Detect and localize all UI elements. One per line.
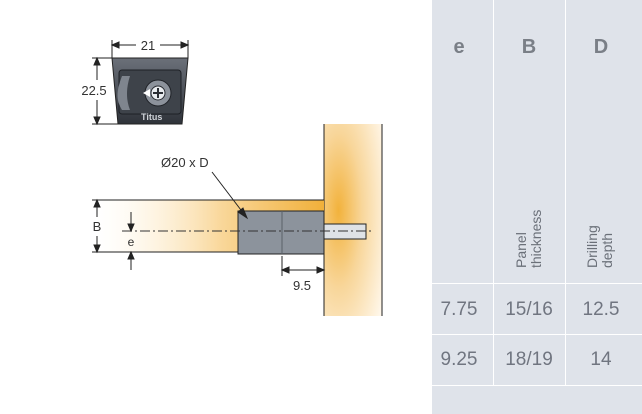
subheader-drilling-depth: Drilling depth: [584, 28, 615, 268]
bore-callout-label: Ø20 x D: [161, 155, 209, 170]
subheader-line: Panel: [513, 232, 529, 268]
dimension-e: [127, 212, 135, 270]
height-dimension: [92, 56, 118, 126]
row-divider: [432, 385, 642, 386]
dim-offset-label: 9.5: [293, 278, 311, 293]
brand-logo-text: Titus: [141, 112, 162, 122]
subheader-panel-thickness: Panel thickness: [513, 28, 544, 268]
side-panel: [324, 124, 382, 316]
dimension-offset: [280, 256, 326, 276]
header-e: e: [453, 36, 465, 58]
table-cell: 15/16: [505, 299, 553, 320]
technical-drawing: Titus 21 22.5 Ø20 x D: [81, 38, 383, 316]
callout-leader: [211, 171, 249, 220]
subheader-line: thickness: [528, 209, 544, 268]
dim-width-label: 21: [141, 38, 155, 53]
dimension-b: [93, 198, 101, 254]
table-cell: 9.25: [440, 349, 478, 370]
row-divider: [432, 283, 642, 284]
subheader-line: Drilling: [584, 225, 600, 268]
label-e: e: [128, 235, 135, 249]
spec-table: e B D Panel thickness Drilling depth 7.7…: [432, 0, 642, 414]
table-cell: 18/19: [505, 349, 553, 370]
table-cell: 14: [590, 349, 612, 370]
connector-housing: Titus: [111, 57, 189, 125]
header-b: B: [521, 36, 537, 58]
label-b: B: [93, 219, 102, 234]
bore-housing: [237, 210, 325, 255]
header-d: D: [593, 36, 609, 58]
row-divider: [432, 334, 642, 335]
width-dimension: [110, 40, 190, 58]
column-divider: [565, 0, 566, 386]
table-cell: 7.75: [440, 299, 478, 320]
subheader-line: depth: [599, 232, 615, 268]
table-cell: 12.5: [582, 299, 620, 320]
column-divider: [493, 0, 494, 386]
dim-height-label: 22.5: [81, 83, 106, 98]
